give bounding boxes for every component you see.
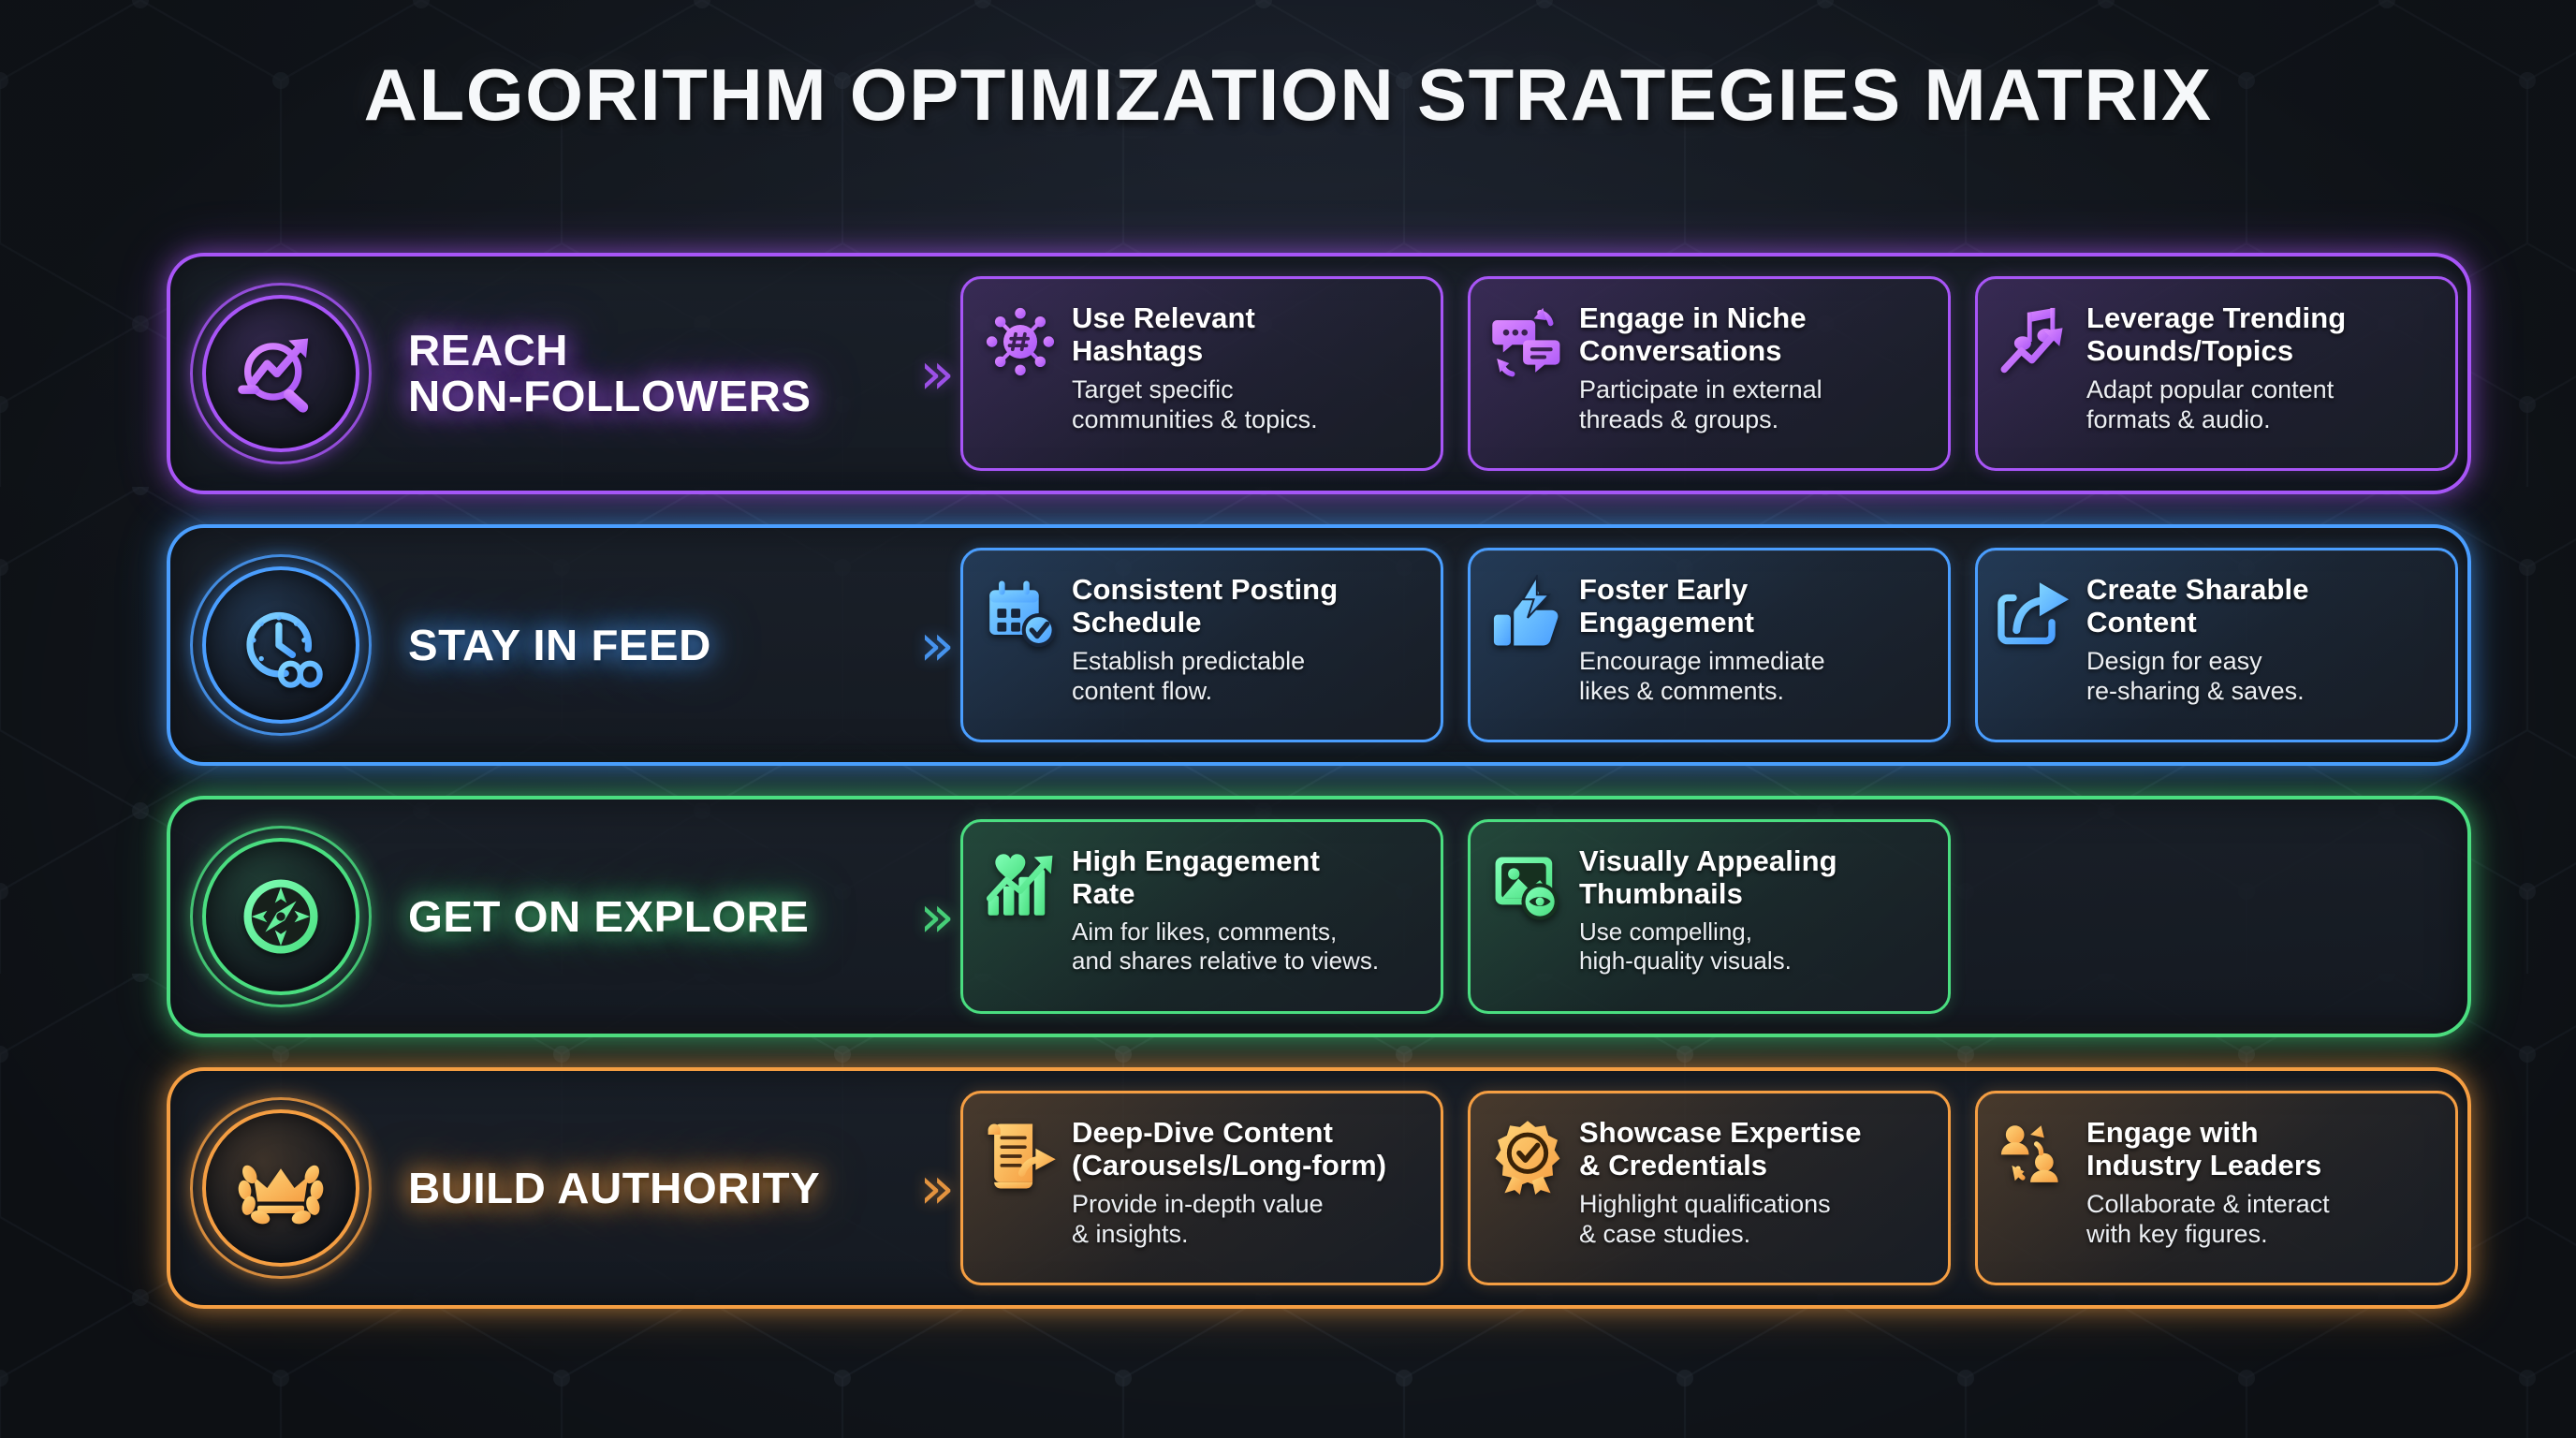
crown-laurel-icon	[190, 1097, 372, 1279]
card-title: Engage in Niche Conversations	[1579, 301, 1807, 368]
card-description: Adapt popular content formats & audio.	[2086, 374, 2334, 434]
card-description: Participate in external threads & groups…	[1579, 374, 1822, 434]
heart-bar-chart-growth-icon	[982, 846, 1059, 923]
card-placeholder	[1975, 819, 2458, 1014]
row-header-feed: STAY IN FEED »	[190, 528, 960, 762]
card-title: High Engagement Rate	[1072, 844, 1321, 911]
card-description: Design for easy re-sharing & saves.	[2086, 646, 2305, 706]
music-note-trending-icon	[1997, 303, 2073, 380]
clock-infinity-icon	[190, 554, 372, 736]
card-text: Deep-Dive Content (Carousels/Long-form) P…	[1072, 1114, 1424, 1249]
card-title: Visually Appealing Thumbnails	[1579, 844, 1837, 911]
strategy-row-authority[interactable]: BUILD AUTHORITY » Deep-Dive Content (Carou…	[167, 1067, 2471, 1309]
card-description: Collaborate & interact with key figures.	[2086, 1189, 2330, 1249]
card-title: Showcase Expertise & Credentials	[1579, 1116, 1862, 1182]
magnifier-trending-arrow-icon	[190, 283, 372, 464]
thumbs-up-lightning-icon	[1489, 575, 1566, 652]
double-chevron-right-icon: »	[919, 882, 955, 950]
card-description: Provide in-depth value & insights.	[1072, 1189, 1324, 1249]
double-chevron-right-icon: »	[919, 1153, 955, 1222]
row-header-explore: GET ON EXPLORE »	[190, 800, 960, 1034]
scroll-document-arrow-icon	[982, 1118, 1059, 1195]
card-description: Encourage immediate likes & comments.	[1579, 646, 1825, 706]
card-description: Use compelling, high-quality visuals.	[1579, 917, 1792, 975]
row-label-authority: BUILD AUTHORITY	[408, 1163, 821, 1212]
card-title: Use Relevant Hashtags	[1072, 301, 1255, 368]
title-container: ALGORITHM OPTIMIZATION STRATEGIES MATRIX	[0, 52, 2576, 138]
strategy-rows: REACH NON-FOLLOWERS » Use Relevant Hashtag…	[167, 253, 2471, 1339]
row-label-reach: REACH NON-FOLLOWERS	[408, 326, 812, 420]
page-title: ALGORITHM OPTIMIZATION STRATEGIES MATRIX	[363, 53, 2213, 136]
card-title: Foster Early Engagement	[1579, 573, 1755, 639]
calendar-check-icon	[982, 575, 1059, 652]
row-header-authority: BUILD AUTHORITY »	[190, 1071, 960, 1305]
row-label-explore: GET ON EXPLORE	[408, 891, 810, 941]
card-title: Leverage Trending Sounds/Topics	[2086, 301, 2347, 368]
card-description: Aim for likes, comments, and shares rela…	[1072, 917, 1380, 975]
chat-bubbles-reply-icon	[1489, 303, 1566, 380]
two-people-exchange-icon	[1997, 1118, 2073, 1195]
strategy-row-feed[interactable]: STAY IN FEED » Consistent Posting Schedule…	[167, 524, 2471, 766]
compass-icon	[190, 826, 372, 1007]
card-title: Consistent Posting Schedule	[1072, 573, 1339, 639]
card-list-authority: Deep-Dive Content (Carousels/Long-form) P…	[960, 1091, 2458, 1285]
double-chevron-right-icon: »	[919, 339, 955, 407]
card-title: Create Sharable Content	[2086, 573, 2309, 639]
share-arrow-icon	[1997, 575, 2073, 652]
double-chevron-right-icon: »	[919, 610, 955, 679]
strategy-card[interactable]: Deep-Dive Content (Carousels/Long-form) P…	[960, 1091, 1443, 1285]
hashtag-network-icon	[982, 303, 1059, 380]
card-title: Engage with Industry Leaders	[2086, 1116, 2322, 1182]
strategy-row-reach[interactable]: REACH NON-FOLLOWERS » Use Relevant Hashtag…	[167, 253, 2471, 494]
card-description: Establish predictable content flow.	[1072, 646, 1306, 706]
row-label-feed: STAY IN FEED	[408, 620, 711, 669]
row-header-reach: REACH NON-FOLLOWERS »	[190, 257, 960, 491]
card-title: Deep-Dive Content (Carousels/Long-form)	[1072, 1116, 1387, 1182]
card-description: Highlight qualifications & case studies.	[1579, 1189, 1831, 1249]
award-ribbon-check-icon	[1489, 1118, 1566, 1195]
card-description: Target specific communities & topics.	[1072, 374, 1318, 434]
image-eye-icon	[1489, 846, 1566, 923]
